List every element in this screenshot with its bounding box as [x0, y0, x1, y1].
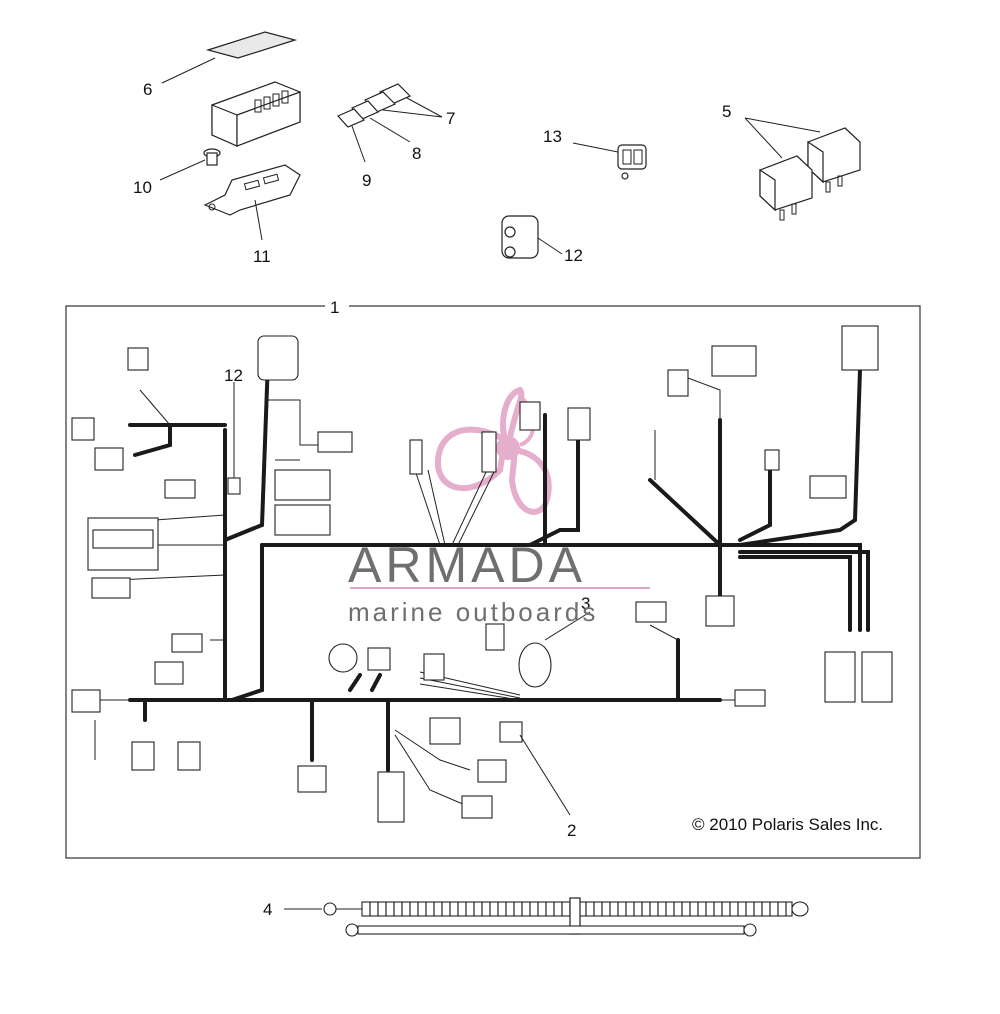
callout-5: 5	[722, 102, 731, 121]
part-9-fuse	[336, 108, 366, 128]
callout-9: 9	[362, 171, 371, 190]
callout-7: 7	[446, 109, 455, 128]
callout-13: 13	[543, 127, 562, 146]
harness-frame	[65, 305, 921, 859]
harness-wires	[128, 358, 870, 772]
part-4-battery-cable	[323, 897, 809, 937]
watermark-tagline: marine outboards	[348, 597, 598, 627]
callout-11: 11	[253, 247, 271, 266]
callout-2: 2	[567, 821, 576, 840]
harness-thin-wires	[94, 340, 861, 806]
callout-3: 3	[581, 594, 590, 613]
callout-6: 6	[143, 80, 152, 99]
part-11-bracket	[203, 164, 301, 216]
harness-connectors	[71, 325, 893, 823]
callout-4: 4	[263, 900, 272, 919]
callout-12-inner: 12	[224, 366, 243, 385]
callout-10: 10	[133, 178, 152, 197]
part-13-connector	[617, 144, 647, 180]
part-6-label-sheet	[205, 31, 298, 59]
part-12-switch	[501, 215, 539, 259]
fuse-box	[211, 81, 301, 147]
part-10-screw	[203, 148, 221, 166]
part-5-relay	[759, 127, 861, 221]
callout-1: 1	[330, 298, 339, 317]
copyright-text: © 2010 Polaris Sales Inc.	[692, 815, 883, 834]
callout-12-top: 12	[564, 246, 583, 265]
watermark-brand: ARMADA	[348, 537, 586, 593]
callout-8: 8	[412, 144, 421, 163]
